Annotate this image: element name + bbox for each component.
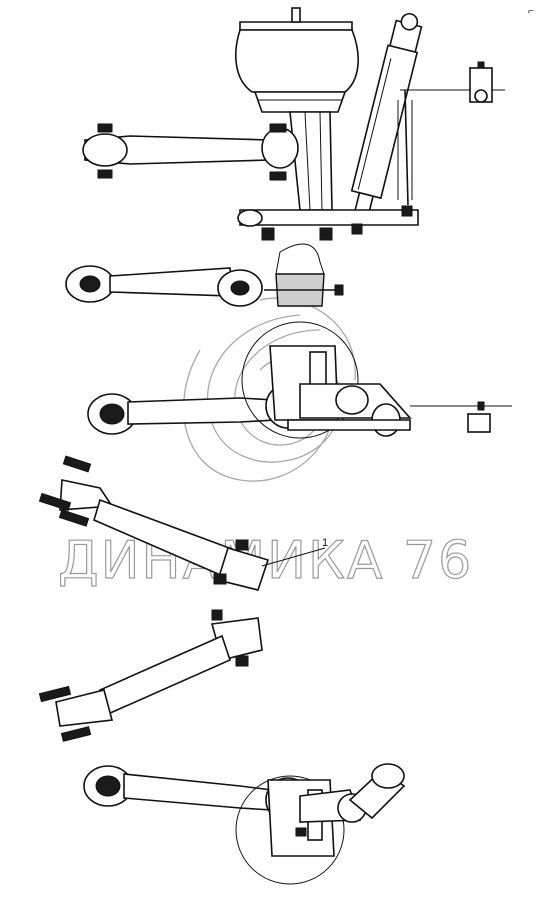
lower-torque-rod-view	[65, 243, 344, 307]
height-valve-2	[467, 413, 491, 433]
axle-bracket	[289, 111, 333, 211]
height-valve-rod	[404, 89, 409, 206]
air-spring-bellows	[234, 29, 359, 93]
callout-label-1: 1	[322, 537, 328, 549]
bottom-assembly	[83, 763, 406, 885]
callout-leader-1	[261, 547, 326, 567]
air-spring-piston	[253, 91, 347, 113]
shock-absorber	[350, 12, 423, 219]
air-spring-top-plate	[239, 21, 353, 31]
diagonal-rod-upper	[38, 455, 326, 591]
air-spring-stud	[291, 7, 301, 23]
top-assembly	[82, 7, 505, 241]
diagonal-rod-lower	[38, 609, 263, 742]
corner-mark: ⌐	[528, 6, 534, 17]
axle-beam	[239, 209, 419, 226]
mid-assembly	[87, 321, 512, 439]
